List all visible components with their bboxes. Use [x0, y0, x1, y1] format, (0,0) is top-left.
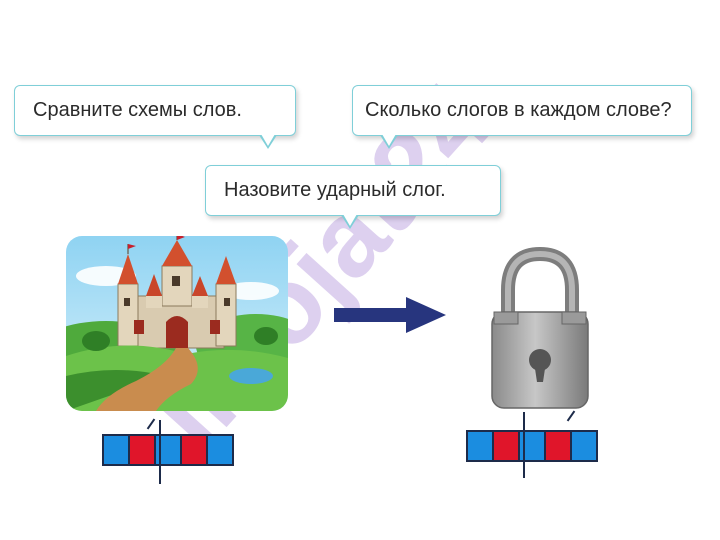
bubble-compare: Сравните схемы слов.	[14, 85, 296, 136]
bubble-compare-text: Сравните схемы слов.	[33, 99, 242, 121]
stress-mark-lock	[566, 410, 576, 422]
syllable-scheme-castle	[102, 434, 234, 466]
bubble-stressed: Назовите ударный слог.	[205, 165, 501, 216]
syllable-cell-red	[492, 430, 520, 462]
padlock-illustration	[491, 246, 589, 409]
castle-illustration	[66, 236, 288, 411]
syllable-cell-blue	[102, 434, 130, 466]
arrow-right-icon	[334, 297, 446, 333]
bubble-syllables: Сколько слогов в каждом слове?	[352, 85, 692, 136]
syllable-divider-lock	[523, 412, 525, 478]
syllable-cell-red	[544, 430, 572, 462]
syllable-cell-red	[180, 434, 208, 466]
syllable-cell-blue	[206, 434, 234, 466]
syllable-cell-blue	[570, 430, 598, 462]
bubble-syllables-text: Сколько слогов в каждом слове?	[365, 99, 672, 121]
syllable-cell-red	[128, 434, 156, 466]
stress-mark-castle	[146, 418, 156, 430]
bubble-stressed-text: Назовите ударный слог.	[224, 179, 446, 201]
syllable-cell-blue	[466, 430, 494, 462]
syllable-divider-castle	[159, 420, 161, 484]
syllable-scheme-lock	[466, 430, 598, 462]
